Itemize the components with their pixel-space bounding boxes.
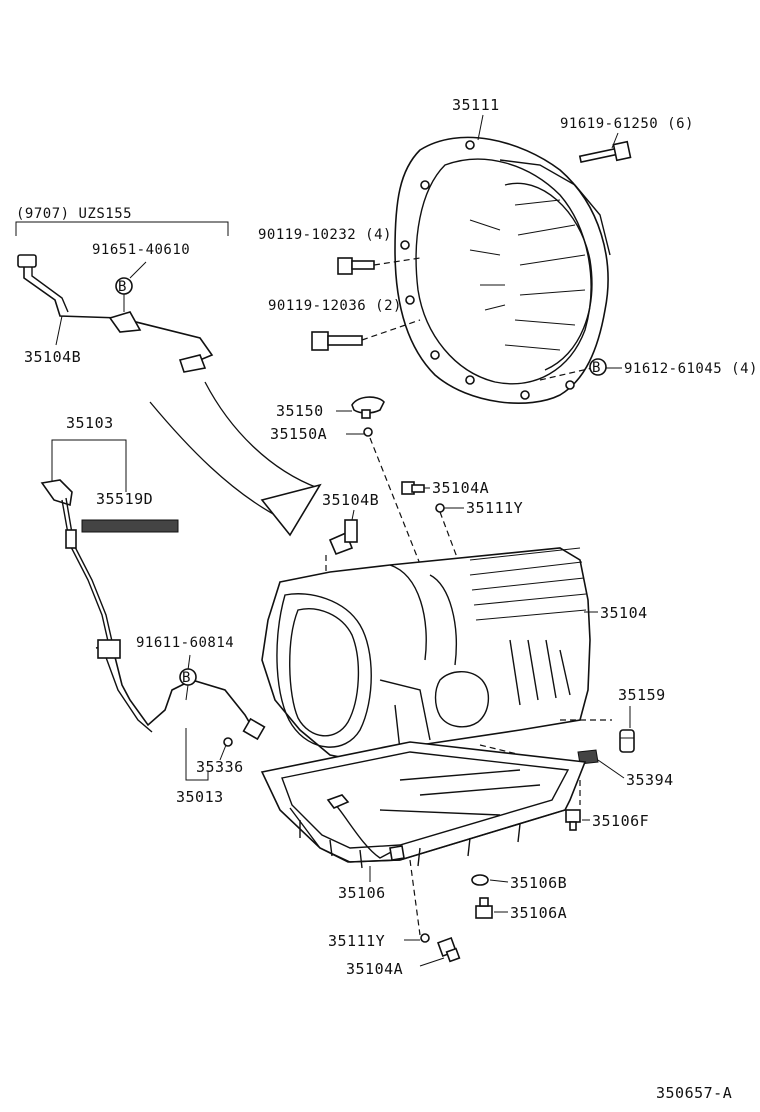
group-header-uzs155: (9707) UZS155: [16, 206, 132, 222]
converter-housing-35111: [394, 136, 611, 404]
magnet-pad-35394: [577, 749, 599, 765]
hex-bolt-icon: [565, 809, 581, 831]
label-91611-60814: 91611-60814: [136, 635, 234, 651]
marker-b2: B: [182, 670, 191, 686]
label-35103: 35103: [66, 414, 114, 432]
filler-tube-35013: [95, 639, 266, 741]
curved-arrow-icon: [149, 381, 322, 537]
label-35394: 35394: [626, 771, 674, 789]
label-35013: 35013: [176, 788, 224, 806]
label-35104B-mid: 35104B: [322, 491, 379, 509]
transmission-case-35104: [261, 547, 591, 761]
label-91619-61250: 91619-61250 (6): [560, 116, 694, 132]
label-35106F: 35106F: [592, 812, 649, 830]
label-35106A: 35106A: [510, 904, 567, 922]
oil-cooler-tube-35104B: [17, 254, 214, 373]
washer-35106B: [471, 874, 489, 886]
o-ring-icon: [363, 427, 373, 437]
o-ring-icon: [435, 503, 445, 513]
marker-b1: B: [118, 279, 127, 295]
label-35111: 35111: [452, 96, 500, 114]
union-fitting-35104B: [328, 519, 358, 556]
label-35104A-upper: 35104A: [432, 479, 489, 497]
label-35104: 35104: [600, 604, 648, 622]
label-90119-10232: 90119-10232 (4): [258, 227, 392, 243]
label-35111Y-upper: 35111Y: [466, 499, 523, 517]
label-35106B: 35106B: [510, 874, 567, 892]
label-91612-61045: 91612-61045 (4): [624, 361, 758, 377]
hex-bolt-icon: [337, 257, 375, 275]
label-91651-40610: 91651-40610: [92, 242, 190, 258]
drain-plug-35159: [619, 729, 635, 753]
oil-pan-35106: [260, 741, 587, 869]
hex-bolt-icon: [401, 481, 425, 495]
marker-b3: B: [592, 360, 601, 376]
label-35111Y-lower: 35111Y: [328, 932, 385, 950]
label-35150: 35150: [276, 402, 324, 420]
hex-bolt-icon: [578, 140, 632, 164]
label-35104B-upper: 35104B: [24, 348, 81, 366]
dipstick-35103: [40, 479, 115, 651]
label-35159: 35159: [618, 686, 666, 704]
label-35519D: 35519D: [96, 490, 153, 508]
o-ring-icon: [420, 933, 430, 943]
breather-plug-35150: [351, 396, 385, 419]
hex-bolt-icon: [311, 331, 363, 351]
hex-bolt-icon: [437, 937, 461, 963]
label-35106: 35106: [338, 884, 386, 902]
label-90119-12036: 90119-12036 (2): [268, 298, 402, 314]
seal-strip-35519D: [81, 519, 179, 533]
label-35150A: 35150A: [270, 425, 327, 443]
diagram-reference-code: 350657-A: [656, 1084, 732, 1102]
label-35104A-lower: 35104A: [346, 960, 403, 978]
hex-bolt-icon: [475, 897, 493, 919]
o-ring-icon: [223, 737, 233, 747]
label-35336: 35336: [196, 758, 244, 776]
